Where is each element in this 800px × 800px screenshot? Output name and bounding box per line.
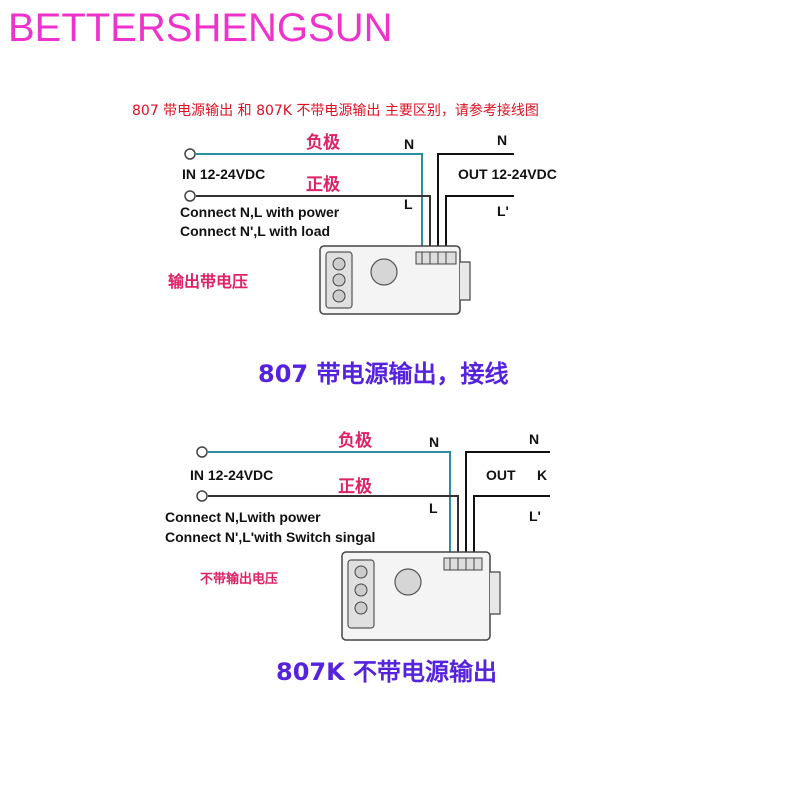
- module-807k: [341, 551, 501, 641]
- l-left-807: L: [404, 196, 413, 212]
- l-left-807k: L: [429, 500, 438, 516]
- subtitle: 807 带电源输出 和 807K 不带电源输出 主要区别，请参考接线图: [132, 103, 539, 119]
- in-label-807k: IN 12-24VDC: [190, 467, 274, 483]
- neg-label-807k: 负极: [338, 431, 372, 451]
- terminal-807-in-n: [184, 148, 196, 160]
- note-807k: 不带输出电压: [200, 572, 279, 587]
- wire-807-n: [196, 153, 423, 258]
- wire-807k-l: [208, 495, 459, 562]
- connect-line1-807: Connect N,L with power: [180, 204, 340, 220]
- heading-807k: 807K 不带电源输出: [276, 658, 498, 686]
- diagram-807-wires: [196, 153, 514, 258]
- pos-label-807k: 正极: [338, 477, 372, 497]
- out-k-807k: K: [537, 467, 548, 483]
- out-label-807k: OUT: [486, 467, 516, 483]
- wire-807k-n-out: [465, 451, 550, 562]
- wire-807k-n: [208, 451, 451, 562]
- connect-line1-807k: Connect N,Lwith power: [165, 509, 321, 525]
- terminal-807-in-l: [184, 190, 196, 202]
- wire-807-n-out: [437, 153, 514, 258]
- out-label-807: OUT 12-24VDC: [458, 166, 557, 182]
- l-right-807: L': [497, 203, 509, 219]
- module-807: [319, 245, 471, 315]
- diagram-807k-wires: [208, 451, 550, 562]
- brand-title: BETTERSHENGSUN: [8, 6, 393, 50]
- l-right-807k: L': [529, 508, 541, 524]
- n-left-807: N: [404, 136, 415, 152]
- terminal-807k-in-l: [196, 490, 208, 502]
- connect-line2-807: Connect N',L with load: [180, 223, 331, 239]
- n-left-807k: N: [429, 434, 440, 450]
- wire-807-l: [196, 195, 431, 258]
- n-right-807k: N: [529, 431, 540, 447]
- pos-label-807: 正极: [306, 175, 340, 195]
- in-label-807: IN 12-24VDC: [182, 166, 266, 182]
- heading-807: 807 带电源输出，接线: [258, 360, 509, 388]
- note-807: 输出带电压: [168, 272, 249, 291]
- n-right-807: N: [497, 132, 508, 148]
- connect-line2-807k: Connect N',L'with Switch singal: [165, 529, 376, 545]
- neg-label-807: 负极: [306, 133, 340, 153]
- terminal-807k-in-n: [196, 446, 208, 458]
- wire-807k-l-out: [473, 495, 550, 562]
- wire-807-l-out: [445, 195, 514, 258]
